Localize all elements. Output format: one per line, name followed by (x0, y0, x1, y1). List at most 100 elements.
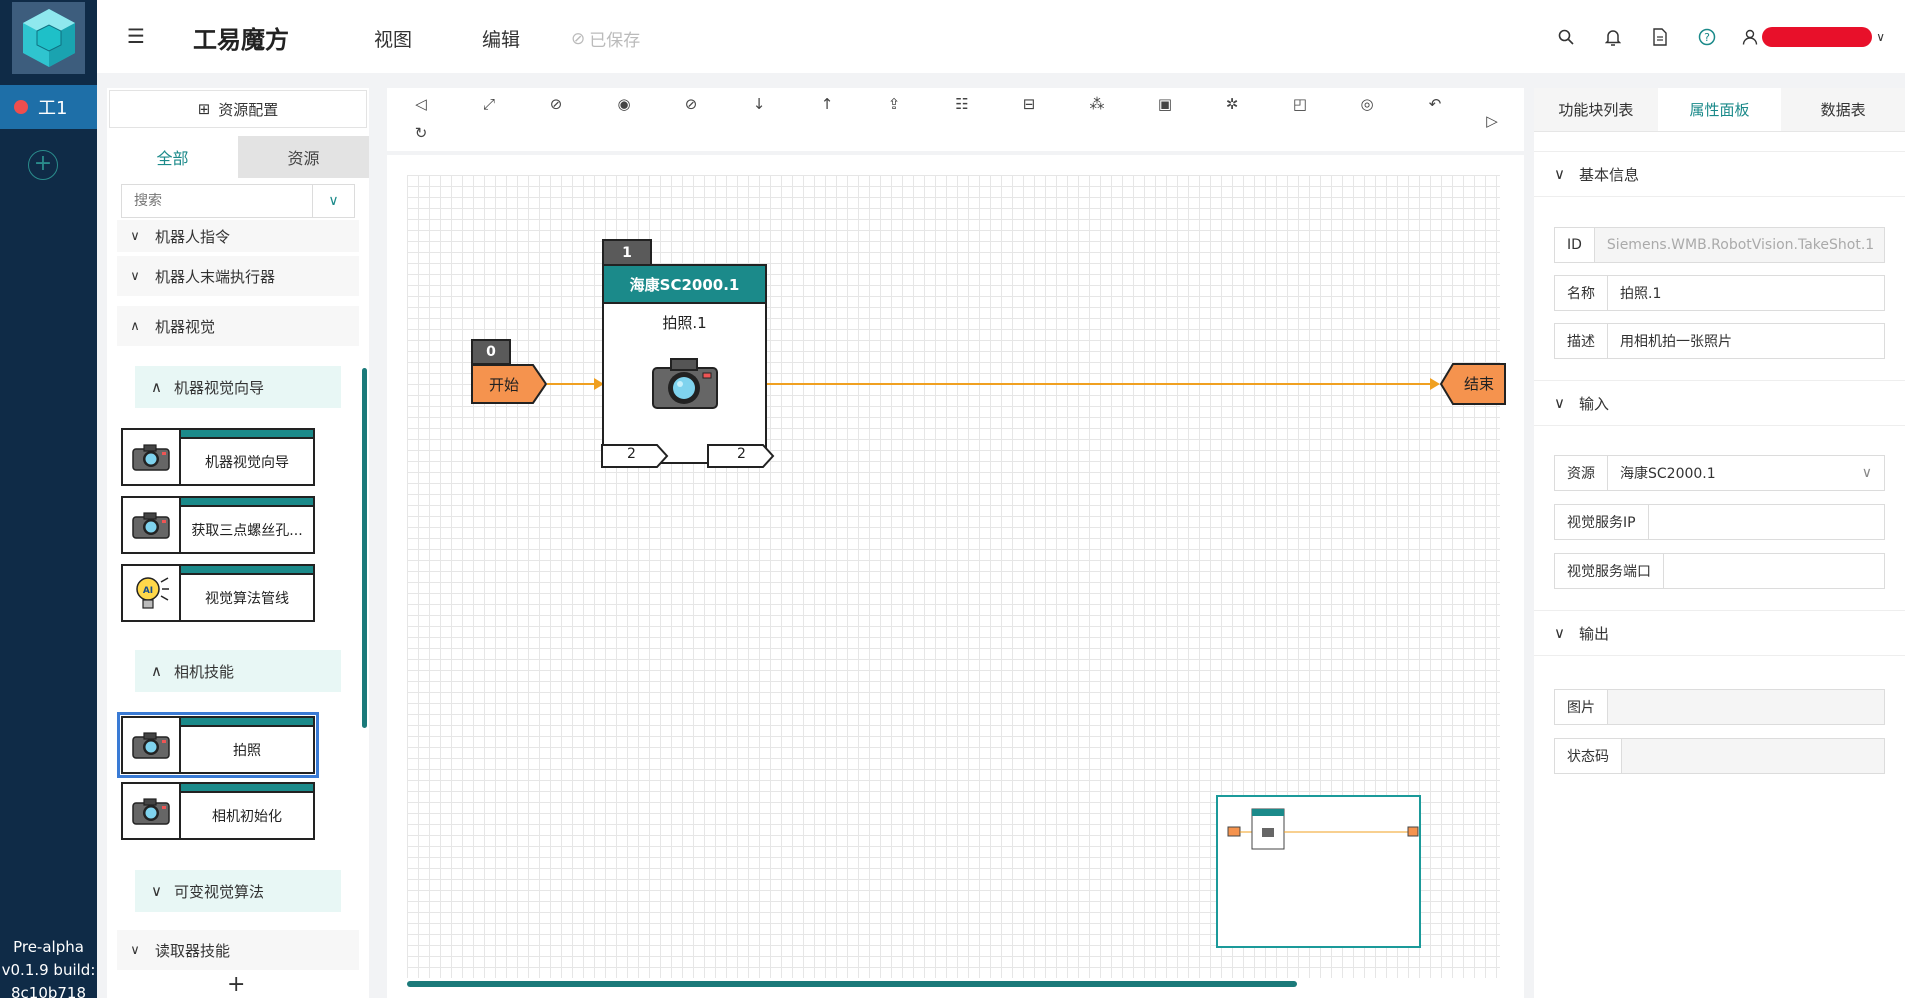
block-card-label: 视觉算法管线 (205, 590, 289, 607)
chevron-down-icon[interactable]: ∨ (312, 185, 354, 217)
resource-config-button[interactable]: ⊞ 资源配置 (109, 90, 367, 128)
resource-select[interactable]: 海康SC2000.1 ∨ (1608, 456, 1884, 490)
property-panel: 功能块列表 属性面板 数据表 ∨ 基本信息 ID Siemens.WMB.Rob… (1534, 88, 1905, 998)
block-card[interactable]: AI 视觉算法管线 (121, 564, 315, 622)
flow-canvas[interactable]: 0 开始 1 海康SC2000.1 拍照.1 2 2 结束 (387, 155, 1524, 998)
eye-icon[interactable]: ◉ (617, 95, 631, 113)
bell-icon[interactable] (1601, 25, 1625, 49)
save-icon[interactable]: ▣ (1157, 95, 1173, 113)
camera-icon (123, 498, 181, 552)
network-icon[interactable]: ⁂ (1089, 95, 1105, 113)
field-label: 视觉服务IP (1555, 505, 1649, 539)
tree-scrollbar[interactable] (362, 368, 367, 728)
category-reader[interactable]: ∨ 读取器技能 (117, 930, 359, 970)
input-port-label: 2 (627, 446, 636, 462)
field-label: 视觉服务端口 (1555, 554, 1664, 588)
document-icon[interactable] (1648, 25, 1672, 49)
hide-icon[interactable]: ⊘ (549, 95, 563, 113)
image-icon[interactable]: ◰ (1292, 95, 1308, 113)
subcategory-vision-guide[interactable]: ∧ 机器视觉向导 (135, 366, 341, 408)
eye-off-icon[interactable]: ⊘ (684, 95, 698, 113)
search-icon[interactable] (1554, 25, 1578, 49)
user-menu[interactable]: ∨ (1742, 26, 1885, 47)
category-machine-vision[interactable]: ∧ 机器视觉 (117, 306, 359, 346)
start-node[interactable]: 开始 (471, 364, 547, 404)
chevron-down-icon: ∨ (130, 942, 140, 958)
collapse-right-icon[interactable]: ▷ (1486, 112, 1498, 130)
tab-resource[interactable]: 资源 (238, 136, 369, 178)
resource-panel: ⊞ 资源配置 全部 资源 ∨ ∨ 机器人指令 ∨ 机器人末端执行器 ∧ 机器视觉… (107, 88, 369, 998)
redo-icon[interactable]: ↻ (414, 124, 428, 142)
ai-bulb-icon: AI (123, 566, 181, 620)
search-input[interactable] (122, 185, 312, 217)
undo-icon[interactable]: ↶ (1428, 95, 1442, 113)
help-icon[interactable]: ? (1695, 25, 1719, 49)
name-input[interactable]: 拍照.1 (1620, 286, 1662, 302)
upload-icon[interactable]: ⇪ (887, 95, 901, 113)
subcategory-variable-vision[interactable]: ∨ 可变视觉算法 (135, 870, 341, 912)
add-button[interactable]: + (227, 972, 246, 997)
subcategory-label: 可变视觉算法 (173, 882, 264, 901)
add-workspace-button[interactable]: + (28, 150, 58, 180)
field-label: 图片 (1555, 690, 1608, 724)
fullscreen-icon[interactable]: ⤢ (482, 95, 495, 113)
debug-bug-icon[interactable]: ✲ (1225, 95, 1239, 113)
vision-port-input[interactable] (1664, 554, 1884, 588)
tab-properties[interactable]: 属性面板 (1657, 88, 1782, 131)
description-input[interactable]: 用相机拍一张照片 (1620, 334, 1732, 350)
saved-status-label: 已保存 (589, 31, 641, 51)
category-robot-cmd[interactable]: ∨ 机器人指令 (117, 220, 359, 252)
unsaved-dot-icon (14, 100, 28, 114)
category-robot-end[interactable]: ∨ 机器人末端执行器 (117, 256, 359, 296)
block-card-label: 获取三点螺丝孔... (191, 522, 303, 539)
tab-block-list[interactable]: 功能块列表 (1534, 88, 1658, 131)
section-input[interactable]: ∨ 输入 (1534, 380, 1905, 426)
block-card[interactable]: 机器视觉向导 (121, 428, 315, 486)
camera-icon (123, 784, 181, 838)
split-icon[interactable]: ⊟ (1022, 95, 1036, 113)
config-icon: ⊞ (197, 100, 211, 118)
menu-view[interactable]: 视图 (374, 29, 413, 51)
tab-data-table[interactable]: 数据表 (1781, 88, 1905, 131)
cube-logo-icon[interactable] (12, 2, 85, 74)
chevron-down-icon: ∨ (1554, 624, 1565, 642)
status-code-field: 状态码 (1554, 738, 1885, 774)
chevron-up-icon: ∧ (130, 318, 140, 334)
collapse-left-icon[interactable]: ◁ (415, 95, 427, 113)
chevron-down-icon: ∨ (130, 268, 140, 284)
id-value: Siemens.WMB.RobotVision.TakeShot.1 (1594, 228, 1884, 262)
block-tag: 1 (602, 239, 652, 266)
version-line: 8c10b718 (10, 984, 87, 998)
tab-all[interactable]: 全部 (107, 136, 238, 178)
workspace-tab-label: 工1 (38, 98, 68, 119)
resource-tabs: 全部 资源 (107, 136, 369, 178)
version-line: v0.1.9 build: (1, 961, 96, 979)
svg-text:AI: AI (143, 586, 153, 596)
settings-sliders-icon[interactable]: ☷ (955, 95, 969, 113)
canvas-horizontal-scrollbar[interactable] (407, 981, 1297, 987)
menu-edit[interactable]: 编辑 (482, 29, 521, 51)
section-basic-info[interactable]: ∨ 基本信息 (1534, 151, 1905, 197)
vision-ip-input[interactable] (1649, 505, 1884, 539)
block-card[interactable]: 相机初始化 (121, 782, 315, 840)
arrow-down-icon[interactable]: ↓ (752, 95, 766, 113)
menu-toggle-icon[interactable]: ☰ (127, 24, 145, 48)
section-title: 输入 (1578, 394, 1609, 413)
chevron-down-icon: ∨ (130, 228, 140, 244)
block-card-selected[interactable]: 拍照 (117, 712, 319, 778)
minimap[interactable] (1216, 795, 1421, 948)
app-title: 工易魔方 (193, 26, 289, 54)
chevron-down-icon: ∨ (1554, 394, 1565, 412)
subcategory-camera-skill[interactable]: ∧ 相机技能 (135, 650, 341, 692)
block-card[interactable]: 获取三点螺丝孔... (121, 496, 315, 554)
function-block[interactable]: 海康SC2000.1 拍照.1 (602, 264, 767, 464)
chevron-up-icon: ∧ (151, 378, 162, 396)
vision-port-field: 视觉服务端口 (1554, 553, 1885, 589)
check-circle-icon: ⊘ (571, 28, 586, 49)
arrow-up-icon[interactable]: ↑ (820, 95, 834, 113)
block-header: 海康SC2000.1 (604, 266, 765, 304)
camera-icon[interactable]: ◎ (1360, 95, 1374, 113)
section-output[interactable]: ∨ 输出 (1534, 610, 1905, 656)
workspace-tab[interactable]: 工1 (0, 85, 97, 129)
end-node[interactable]: 结束 (1440, 363, 1506, 405)
